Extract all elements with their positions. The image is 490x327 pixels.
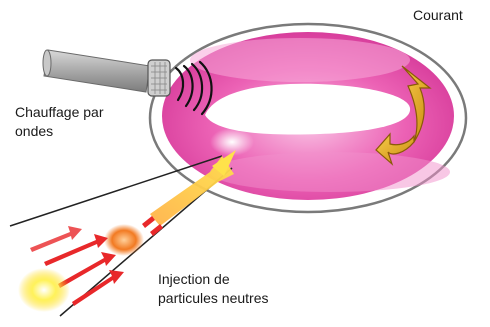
current-label: Courant [413,6,463,25]
neutral-injection-label: Injection de particules neutres [158,270,269,308]
wave-heating-label: Chauffage par ondes [15,103,103,141]
